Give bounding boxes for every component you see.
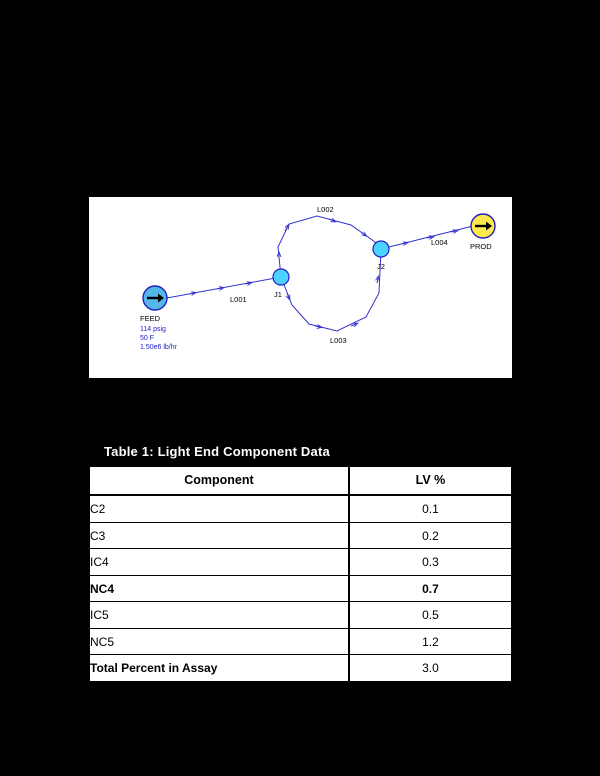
pipeline-diagram-svg: L001 L002 L003 L004: [140, 205, 496, 351]
node-prod[interactable]: PROD: [470, 213, 496, 251]
table-row: IC5 0.5: [90, 601, 511, 629]
table-title-row: Table 1: Light End Component Data: [90, 439, 511, 466]
node-label-j1: J1: [274, 290, 282, 299]
link-L004[interactable]: L004: [380, 225, 474, 250]
j2-node-circle[interactable]: [372, 240, 390, 258]
table-row: C2 0.1: [90, 495, 511, 523]
link-L003[interactable]: L003: [280, 248, 382, 345]
cell-component: C2: [90, 495, 349, 523]
cell-lv-percent: 0.1: [347, 495, 511, 523]
cell-lv-percent: 0.3: [347, 548, 511, 576]
link-L001[interactable]: L001: [166, 276, 282, 304]
table-row: IC4 0.3: [90, 548, 511, 576]
cell-component: NC5: [90, 628, 349, 656]
node-j1[interactable]: J1: [272, 268, 290, 299]
table-row: NC5 1.2: [90, 628, 511, 656]
cell-lv-percent: 0.7: [347, 575, 511, 603]
table-title: Table 1: Light End Component Data: [90, 439, 511, 466]
cell-lv-percent: 0.2: [347, 522, 511, 550]
cell-component: NC4: [90, 575, 349, 603]
light-end-component-table-container: Table 1: Light End Component Data Compon…: [88, 437, 513, 683]
cell-component: IC5: [90, 601, 349, 629]
node-feed[interactable]: FEED 114 psig 50 F 1.50e6 lb/hr: [140, 285, 178, 351]
column-header-lv-percent: LV %: [347, 464, 511, 497]
node-label-j2: J2: [377, 262, 385, 271]
node-j2[interactable]: J2: [372, 240, 390, 271]
table-row: C3 0.2: [90, 522, 511, 550]
cell-component: Total Percent in Assay: [90, 661, 218, 676]
table-row-total: Total Percent in Assay 3.0: [90, 654, 511, 681]
node-label-feed: FEED: [140, 314, 161, 323]
link-L002[interactable]: L002: [278, 205, 382, 278]
cell-lv-percent: 1.2: [347, 628, 511, 656]
pipeline-diagram-panel: L001 L002 L003 L004: [89, 197, 512, 378]
feed-property-pressure: 114 psig: [140, 326, 166, 333]
prod-arrow-icon: [475, 221, 492, 231]
feed-arrow-icon: [147, 293, 164, 303]
feed-property-flowrate: 1.50e6 lb/hr: [140, 344, 178, 351]
light-end-component-table: Table 1: Light End Component Data Compon…: [90, 439, 511, 681]
node-label-prod: PROD: [470, 242, 492, 251]
table-header-row: Component LV %: [90, 464, 511, 497]
j1-node-circle[interactable]: [272, 268, 290, 286]
feed-property-temperature: 50 F: [140, 335, 154, 342]
table-row: NC4 0.7: [90, 575, 511, 603]
cell-component: IC4: [90, 548, 349, 576]
cell-lv-percent: 0.5: [347, 601, 511, 629]
cell-lv-percent: 3.0: [347, 654, 511, 681]
link-label-L004: L004: [431, 238, 448, 247]
cell-component: C3: [90, 522, 349, 550]
link-label-L001: L001: [230, 295, 247, 304]
link-label-L002: L002: [317, 205, 334, 214]
column-header-component: Component: [90, 464, 349, 497]
link-label-L003: L003: [330, 336, 347, 345]
